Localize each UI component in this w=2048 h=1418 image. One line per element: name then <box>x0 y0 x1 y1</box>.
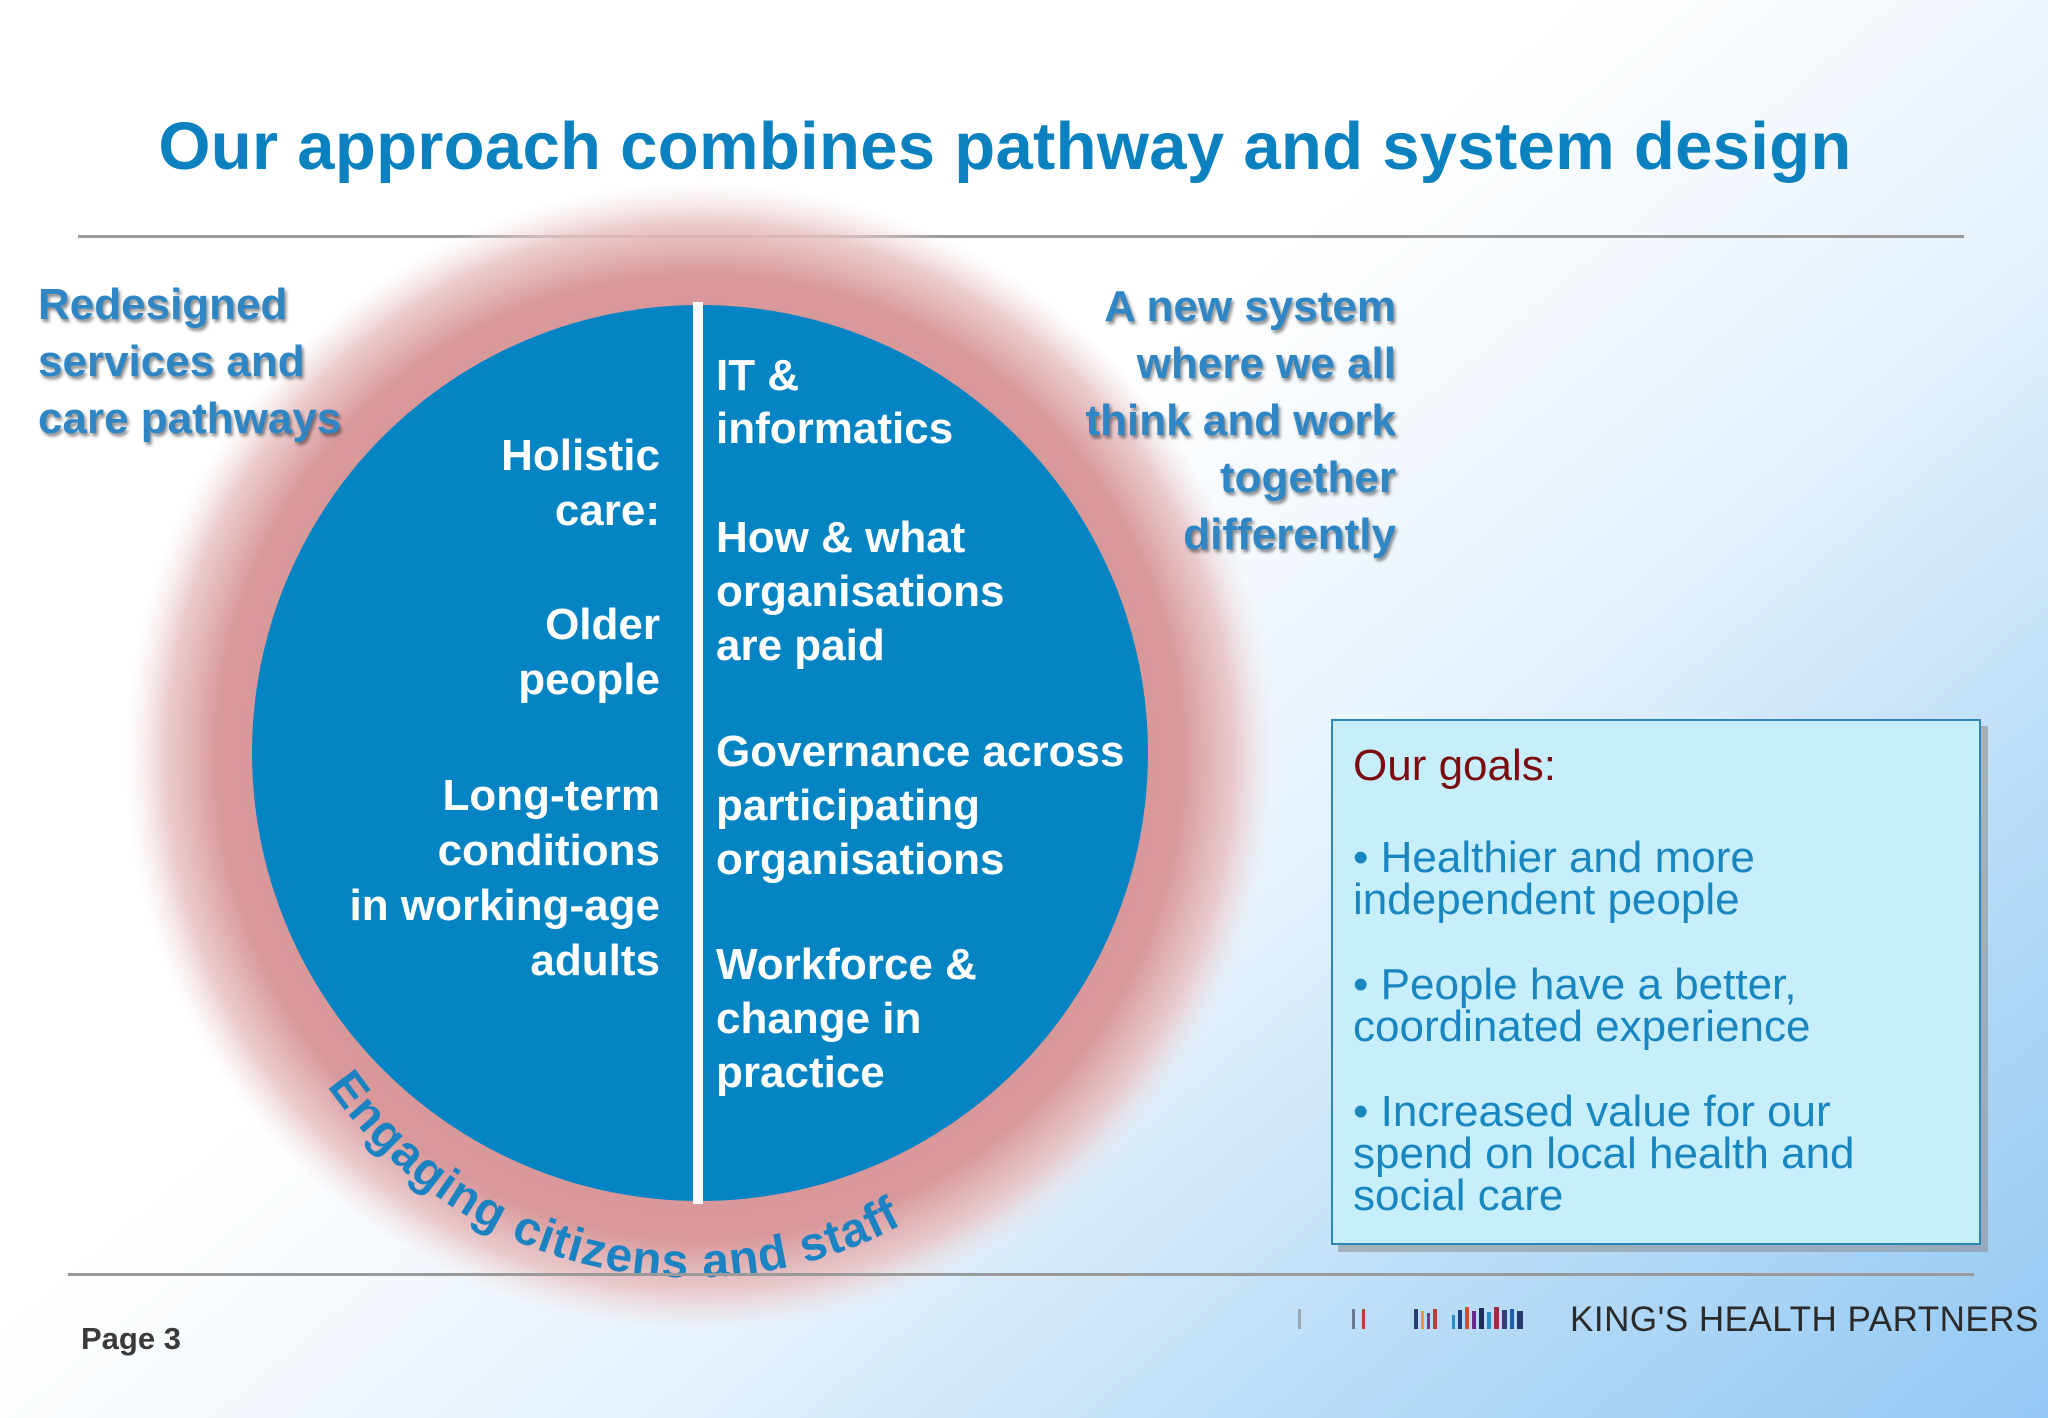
goal-line: coordinated experience <box>1353 1002 1811 1051</box>
system-line: practice <box>716 1048 885 1097</box>
top-divider <box>78 235 1964 238</box>
left-side-heading: Redesigned services and care pathways <box>38 276 341 447</box>
left-heading-line: Redesigned <box>38 280 288 329</box>
pathway-line: care: <box>554 486 660 535</box>
goal-line: social care <box>1353 1171 1564 1220</box>
pathway-line: adults <box>530 936 660 985</box>
goal-line: • People have a better, <box>1353 960 1797 1009</box>
pathway-line: conditions <box>437 826 660 875</box>
goal-line: • Increased value for our <box>1353 1087 1831 1136</box>
system-it-informatics: IT & informatics <box>716 349 953 455</box>
system-governance: Governance across participating organisa… <box>716 725 1124 887</box>
system-workforce: Workforce & change in practice <box>716 938 977 1100</box>
slide-title: Our approach combines pathway and system… <box>158 109 1852 184</box>
circle-divider <box>693 302 703 1204</box>
system-line: IT & <box>716 351 800 400</box>
right-heading-line: together <box>1220 453 1396 502</box>
page-number: Page 3 <box>81 1321 181 1356</box>
system-line: Governance across <box>716 727 1125 776</box>
system-line: change in <box>716 994 922 1043</box>
goal-line: spend on local health and <box>1353 1129 1855 1178</box>
right-heading-line: differently <box>1183 510 1396 559</box>
pathway-line: Older <box>545 600 660 649</box>
pathway-line: Holistic <box>501 431 660 480</box>
goals-box: Our goals: • Healthier and more independ… <box>1331 719 1981 1245</box>
system-line: organisations <box>716 835 1005 884</box>
goal-line: independent people <box>1353 875 1740 924</box>
pathway-line: in working-age <box>349 881 660 930</box>
system-line: participating <box>716 781 981 830</box>
pathway-holistic-care: Holistic care: <box>501 428 660 538</box>
right-heading-line: think and work <box>1085 396 1396 445</box>
right-heading-line: where we all <box>1136 339 1396 388</box>
system-payment: How & what organisations are paid <box>716 511 1005 673</box>
pathway-long-term-conditions: Long-term conditions in working-age adul… <box>350 768 660 988</box>
goal-line: • Healthier and more <box>1353 833 1755 882</box>
system-line: organisations <box>716 567 1005 616</box>
goal-item: • People have a better, coordinated expe… <box>1353 960 1963 1051</box>
logo-text: KING'S HEALTH PARTNERS <box>1570 1300 2039 1339</box>
left-heading-line: care pathways <box>38 394 342 443</box>
system-line: How & what <box>716 513 966 562</box>
system-line: are paid <box>716 621 885 670</box>
right-heading-line: A new system <box>1104 282 1396 331</box>
kings-health-partners-logo: KING'S HEALTH PARTNERS <box>1296 1296 2038 1340</box>
pathway-older-people: Older people <box>518 597 660 707</box>
pathway-line: Long-term <box>442 771 660 820</box>
pathway-line: people <box>518 655 660 704</box>
bottom-divider <box>68 1273 1974 1276</box>
goals-title: Our goals: <box>1353 741 1556 790</box>
right-side-heading: A new system where we all think and work… <box>1086 278 1396 563</box>
left-heading-line: services and <box>38 337 305 386</box>
system-line: informatics <box>716 404 954 453</box>
goal-item: • Increased value for our spend on local… <box>1353 1087 1963 1220</box>
system-line: Workforce & <box>716 940 977 989</box>
goal-item: • Healthier and more independent people <box>1353 833 1963 924</box>
logo-bars-icon <box>1298 1307 1523 1329</box>
